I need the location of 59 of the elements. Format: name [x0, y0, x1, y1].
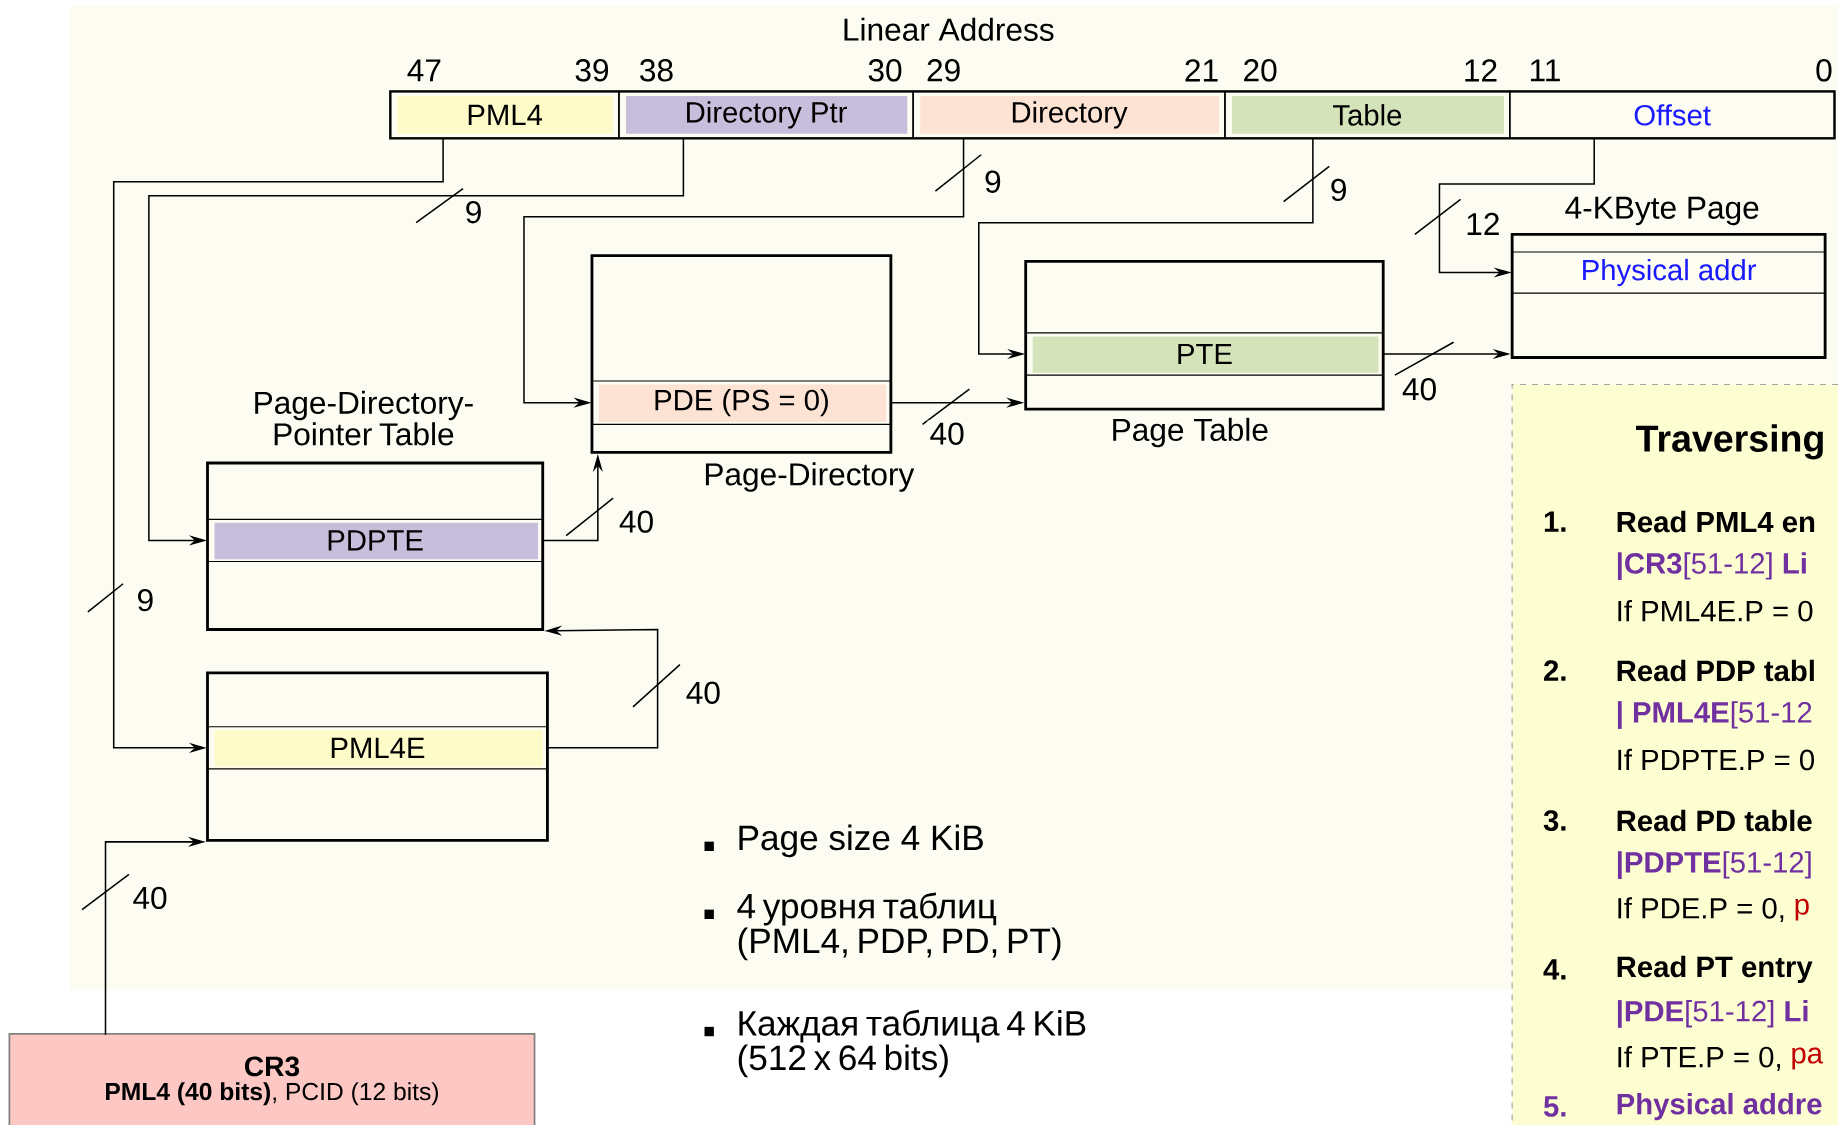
step-text: If PDE.P = 0, — [1618, 897, 1784, 922]
node-label: Linear Address — [844, 17, 1054, 41]
step-number: 5. — [1543, 1096, 1566, 1117]
bit-number: 30 — [868, 58, 902, 82]
table-entry: PTE — [1025, 332, 1384, 376]
edge-label: 40 — [686, 681, 720, 704]
table-heading: Page Table — [1113, 417, 1268, 448]
step-text: Physical addre — [1617, 1092, 1822, 1121]
bullet-text: 4 уровня таблиц (PML4, PDP, PD, PT) — [737, 892, 1061, 961]
table-entry: PDE (PS = 0) — [591, 380, 892, 425]
panel-heading: Traversing — [1636, 424, 1823, 460]
step-number: 1. — [1544, 511, 1566, 532]
step-text: Read PT entry — [1617, 955, 1813, 983]
step-number: 3. — [1543, 810, 1566, 831]
step-number: 2. — [1544, 660, 1566, 681]
bullet-text: Каждая таблица 4 KiB (512 x 64 bits) — [738, 1009, 1086, 1078]
step-text: If PML4E.P = 0 — [1618, 599, 1813, 622]
table-heading: Page-Directory — [705, 462, 915, 492]
edge-label: 12 — [1467, 212, 1499, 235]
table-entry: PML4E — [206, 726, 548, 770]
step-text: | PML4E[51-12 — [1617, 701, 1812, 729]
step-text: If PTE.P = 0, — [1618, 1045, 1780, 1071]
table-heading: 4-KByte Page — [1565, 196, 1759, 225]
edge-label: 9 — [138, 588, 153, 612]
step-text: Read PML4 en — [1617, 510, 1815, 533]
bit-number: 21 — [1185, 59, 1218, 82]
bit-number: 12 — [1465, 59, 1497, 82]
step-text: |PDPTE[51-12] — [1617, 851, 1811, 879]
step-text: If PDPTE.P = 0 — [1618, 748, 1815, 771]
table-entry: PDPTE — [206, 518, 544, 562]
step-text: p — [1795, 898, 1809, 921]
bit-number: 29 — [927, 58, 960, 82]
table-box — [206, 671, 549, 842]
step-text: pa — [1792, 1047, 1823, 1070]
bit-number: 20 — [1244, 58, 1277, 82]
bit-number: 39 — [575, 58, 609, 82]
table-entry: Physical addr — [1511, 251, 1826, 294]
edge-label: 9 — [466, 200, 481, 224]
bit-number: 11 — [1530, 59, 1560, 82]
register-box: CR3 PML4 (40 bits), PCID (12 bits) — [8, 1032, 536, 1125]
step-text: Read PD table — [1617, 809, 1812, 832]
edge-label: 40 — [619, 510, 653, 533]
address-field: Directory Ptr — [618, 90, 914, 139]
edge-label: 40 — [930, 422, 964, 445]
bit-number: 38 — [640, 58, 673, 82]
step-number: 4. — [1543, 959, 1566, 980]
bullet-text: Page size 4 KiB — [739, 824, 983, 858]
address-field: Table — [1224, 90, 1511, 139]
edge-label: 40 — [133, 886, 167, 909]
edge-label: 9 — [985, 170, 1001, 193]
edge-label: 9 — [1331, 178, 1346, 201]
address-field: PML4 — [389, 90, 620, 139]
step-text: Read PDP tabl — [1617, 659, 1814, 682]
address-field: Directory — [912, 90, 1226, 139]
table-heading: Page-Directory- Pointer Table — [255, 390, 473, 446]
step-text: |PDE[51-12] Li — [1617, 999, 1808, 1028]
step-text: |CR3[51-12] Li — [1617, 552, 1806, 580]
address-field: Offset — [1509, 90, 1836, 139]
edge-label: 40 — [1402, 377, 1436, 401]
